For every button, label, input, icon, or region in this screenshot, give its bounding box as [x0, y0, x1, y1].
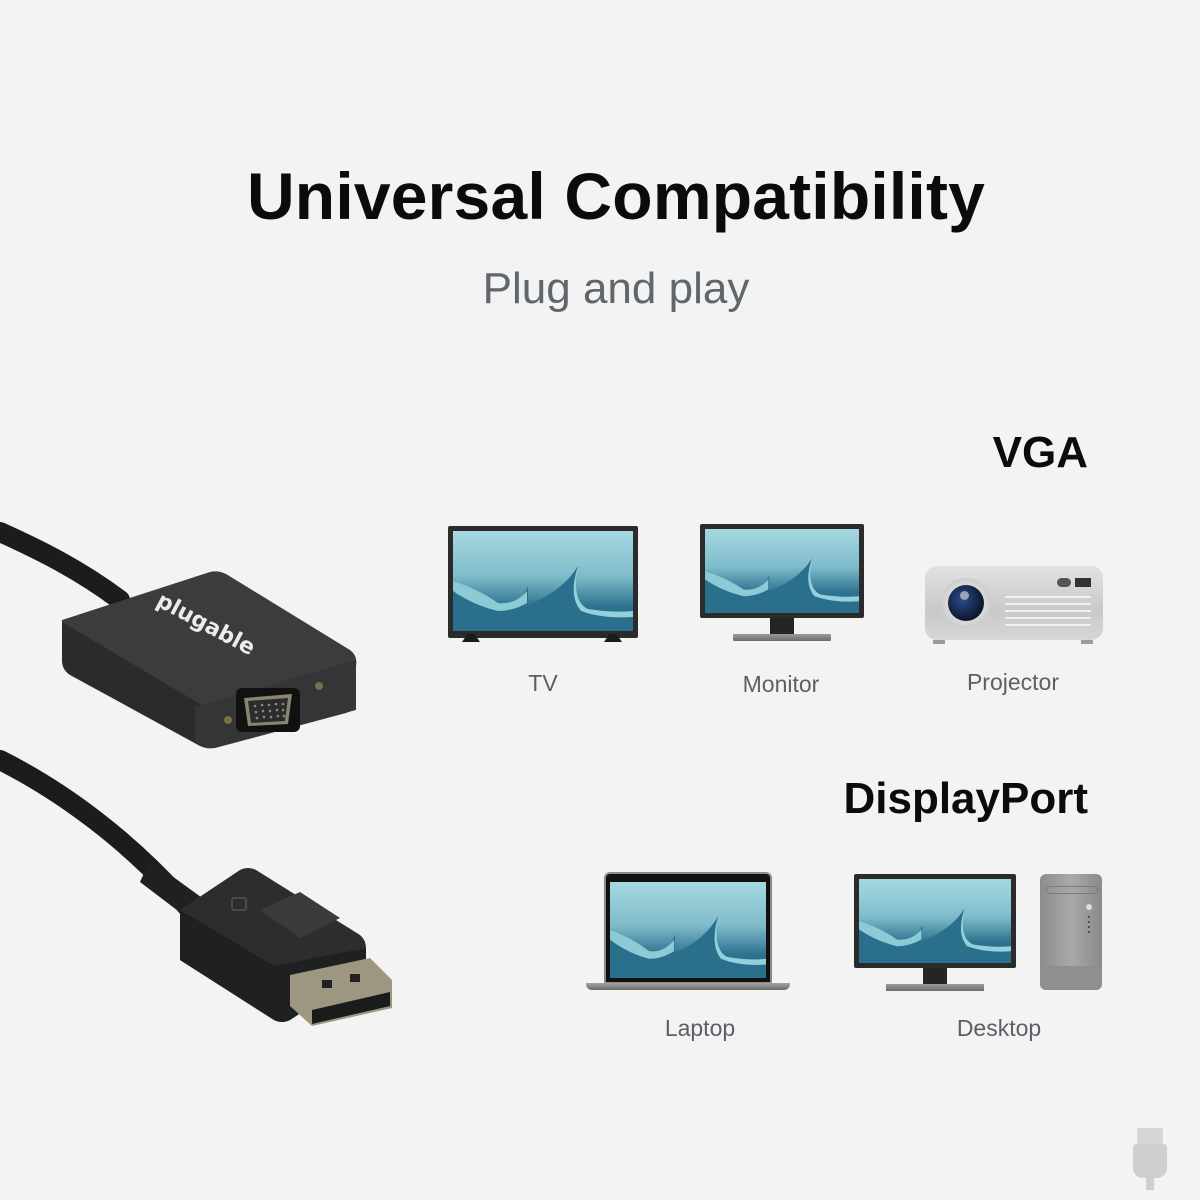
device-label-projector: Projector — [966, 669, 1060, 695]
device-monitor — [700, 524, 864, 644]
adapter-illustration: plugable — [0, 522, 392, 1026]
device-projector — [925, 566, 1103, 646]
projector-icon — [925, 566, 1103, 640]
usb-plug-icon — [1133, 1128, 1167, 1192]
desktop-monitor-icon — [854, 874, 1016, 968]
device-tv — [448, 526, 638, 644]
tv-icon — [448, 526, 638, 638]
device-label-laptop: Laptop — [664, 1015, 736, 1041]
screw-right — [315, 682, 323, 690]
laptop-icon — [604, 872, 772, 984]
page-title: Universal Compatibility — [246, 159, 986, 233]
device-label-desktop: Desktop — [956, 1015, 1042, 1041]
section-heading-vga: VGA — [992, 428, 1088, 477]
screw-left — [224, 716, 232, 724]
device-label-tv: TV — [528, 670, 558, 696]
monitor-icon — [700, 524, 864, 618]
device-laptop — [586, 872, 790, 992]
section-heading-displayport: DisplayPort — [843, 774, 1088, 823]
device-desktop — [854, 874, 1104, 994]
vga-port — [236, 688, 300, 732]
desktop-tower-icon — [1040, 874, 1102, 990]
device-label-monitor: Monitor — [742, 671, 820, 697]
page-subtitle: Plug and play — [482, 264, 750, 313]
product-image: plugable — [0, 510, 420, 1080]
